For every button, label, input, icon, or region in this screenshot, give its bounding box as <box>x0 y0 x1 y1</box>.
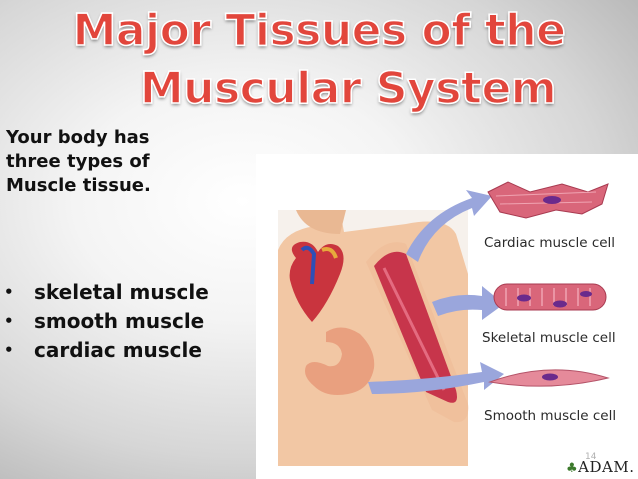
page-number: 14 <box>585 452 597 462</box>
slide-title: Major Tissues of the Muscular System <box>0 2 638 118</box>
muscle-type-list: • skeletal muscle • smooth muscle • card… <box>4 278 209 365</box>
arrow-to-smooth-icon <box>368 362 504 394</box>
illustration-graphic <box>278 181 610 466</box>
intro-line-1: Your body has <box>6 127 150 148</box>
cardiac-cell-icon <box>487 181 609 219</box>
arrow-to-cardiac-icon <box>406 190 492 262</box>
title-line-2: Muscular System <box>139 62 557 115</box>
intro-line-3: Muscle tissue. <box>6 175 151 196</box>
logo-text: ADAM. <box>578 458 635 476</box>
bullet-icon: • <box>4 283 14 301</box>
list-item-label: cardiac muscle <box>34 338 202 362</box>
cardiac-cell-label: Cardiac muscle cell <box>484 235 616 251</box>
intro-text: Your body has three types of Muscle tiss… <box>6 126 246 198</box>
arm-muscle-highlight <box>382 267 446 391</box>
list-item: • skeletal muscle <box>4 278 209 307</box>
title-line-1: Major Tissues of the <box>72 4 567 57</box>
heart-artery <box>321 247 338 259</box>
list-item: • smooth muscle <box>4 307 209 336</box>
smooth-cell-label: Smooth muscle cell <box>484 408 617 424</box>
neck-shadow <box>296 210 346 234</box>
stomach-icon <box>305 327 375 395</box>
list-item-label: smooth muscle <box>34 309 205 333</box>
intro-line-2: three types of <box>6 151 150 172</box>
heart-icon <box>289 241 344 322</box>
list-item-label: skeletal muscle <box>34 280 209 304</box>
adam-logo: ♣ADAM. <box>566 458 634 476</box>
skeletal-cell-label: Skeletal muscle cell <box>482 330 616 346</box>
list-item: • cardiac muscle <box>4 336 209 365</box>
heart-vessel <box>300 245 317 285</box>
muscle-illustration: Cardiac muscle cell Skeletal muscle cell… <box>256 154 638 479</box>
arrow-to-skeletal-icon <box>432 286 504 320</box>
skeletal-cell-icon <box>493 283 607 311</box>
smooth-cell-icon <box>488 369 610 387</box>
bullet-icon: • <box>4 312 14 330</box>
leaf-icon: ♣ <box>566 461 579 476</box>
bullet-icon: • <box>4 341 14 359</box>
